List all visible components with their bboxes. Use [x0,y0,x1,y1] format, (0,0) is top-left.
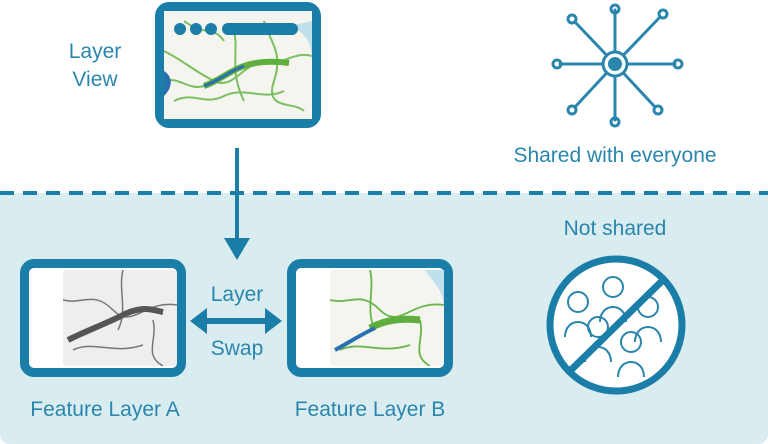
no-group-icon [546,255,686,395]
map-thumbnail-green [163,11,313,119]
double-arrow-icon [190,308,282,334]
layer-swap-label-line1: Layer [210,283,264,306]
not-shared-label: Not shared [563,217,667,240]
people-connected-globe-icon [551,3,684,128]
legend-panel [300,272,320,364]
legend-panel [33,272,53,364]
feature-layer-a-label: Feature Layer A [30,398,180,421]
feature-layer-b-window [287,259,453,377]
layer-view-window [155,2,321,128]
feature-layer-a-window [20,259,186,377]
layer-view-label-line1: Layer [68,40,122,63]
layer-view-label-line2: View [72,68,118,91]
feature-layer-b-label: Feature Layer B [294,398,446,421]
map-thumbnail-green [330,270,444,366]
down-arrow-icon [224,148,250,260]
layer-swap-label-line2: Swap [210,337,264,360]
shared-with-everyone-label: Shared with everyone [513,144,717,167]
layer-view-label: Layer View [50,38,140,94]
map-thumbnail-gray [63,270,177,366]
